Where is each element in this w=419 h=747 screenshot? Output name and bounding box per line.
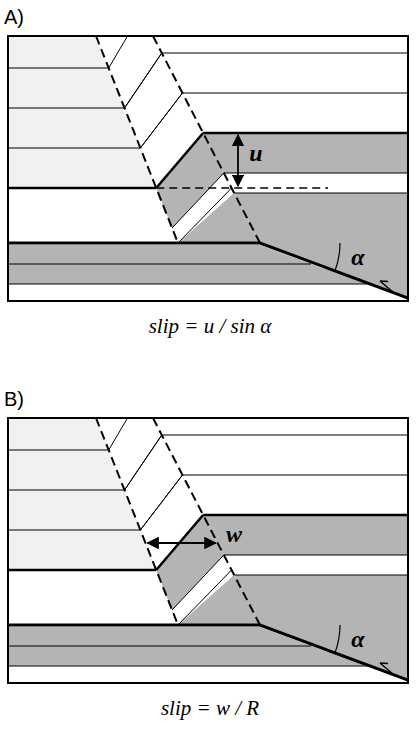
inclined-bed-line <box>125 435 162 490</box>
bed-line <box>162 53 408 54</box>
angle-arc <box>335 625 340 653</box>
bed-line <box>8 530 140 531</box>
axial-surface <box>96 36 178 243</box>
inclined-bed-line <box>109 418 141 450</box>
inclined-bed-line <box>178 570 232 625</box>
panel <box>8 13 408 301</box>
inclined-marker-bed <box>156 133 203 188</box>
bed-line <box>8 108 125 109</box>
bed-line <box>8 490 125 491</box>
uplifted-grey-bed <box>234 575 408 680</box>
displacement-symbol: u <box>249 140 262 166</box>
marker-bed <box>8 187 156 190</box>
slip-arrow <box>380 281 394 293</box>
inclined-bed-line <box>178 188 232 243</box>
panel-frame <box>8 418 408 683</box>
bed-line <box>8 148 140 149</box>
inclined-bed-line <box>109 36 141 68</box>
panel-label: B) <box>4 388 24 410</box>
fault-line <box>8 625 408 680</box>
reference-line <box>156 187 328 189</box>
bed-line <box>234 193 408 194</box>
panel-content <box>8 418 408 683</box>
footwall-bed-line <box>8 646 311 647</box>
fault-line <box>8 243 408 298</box>
slip-arrow <box>380 663 394 675</box>
bed-line <box>162 435 408 436</box>
bed-line <box>182 93 408 94</box>
inclined-bed-line <box>172 555 224 610</box>
angle-arc <box>335 243 340 271</box>
displacement-arrow <box>237 135 239 186</box>
inclined-bed-line <box>140 93 182 148</box>
inclined-bed-line <box>125 53 162 108</box>
hanging-wall-left <box>8 36 156 188</box>
slip-formula: slip = u / sin α <box>149 315 272 338</box>
panel-frame <box>8 36 408 301</box>
panel-label: A) <box>4 6 24 28</box>
angle-symbol: α <box>351 244 364 270</box>
footwall-bed-line <box>8 284 408 285</box>
axial-surface <box>96 418 178 625</box>
inclined-bed-line <box>125 53 162 108</box>
marker-bed <box>8 569 156 572</box>
uplifted-grey-bed <box>203 133 408 173</box>
inclined-bed-line <box>140 475 182 530</box>
uplifted-grey-bed <box>234 193 408 298</box>
slip-formula: slip = w / R <box>161 697 259 720</box>
hanging-wall-left <box>8 418 156 570</box>
bed-line <box>234 575 408 576</box>
inclined-bed-line <box>172 173 224 228</box>
uplifted-grey-bed <box>203 515 408 555</box>
width-arrow <box>148 542 216 544</box>
marker-bed <box>203 132 408 135</box>
panel <box>8 395 408 683</box>
footwall-bed-line <box>8 666 408 667</box>
inclined-bed-line <box>140 93 182 148</box>
axial-surface <box>153 418 260 625</box>
bed-line <box>8 450 109 451</box>
inclined-bed-line <box>125 435 162 490</box>
bed-line <box>8 68 109 69</box>
axial-surface <box>153 36 260 243</box>
bed-line <box>224 555 408 556</box>
marker-bed <box>203 514 408 517</box>
angle-symbol: α <box>351 626 364 652</box>
bed-line <box>182 475 408 476</box>
slip-arrow <box>380 280 388 282</box>
inclined-bed-line <box>140 475 182 530</box>
bed-line <box>224 173 408 174</box>
panel-content <box>8 36 408 301</box>
width-symbol: w <box>226 521 242 547</box>
slip-arrow <box>380 662 388 664</box>
footwall-bed-line <box>8 264 311 265</box>
